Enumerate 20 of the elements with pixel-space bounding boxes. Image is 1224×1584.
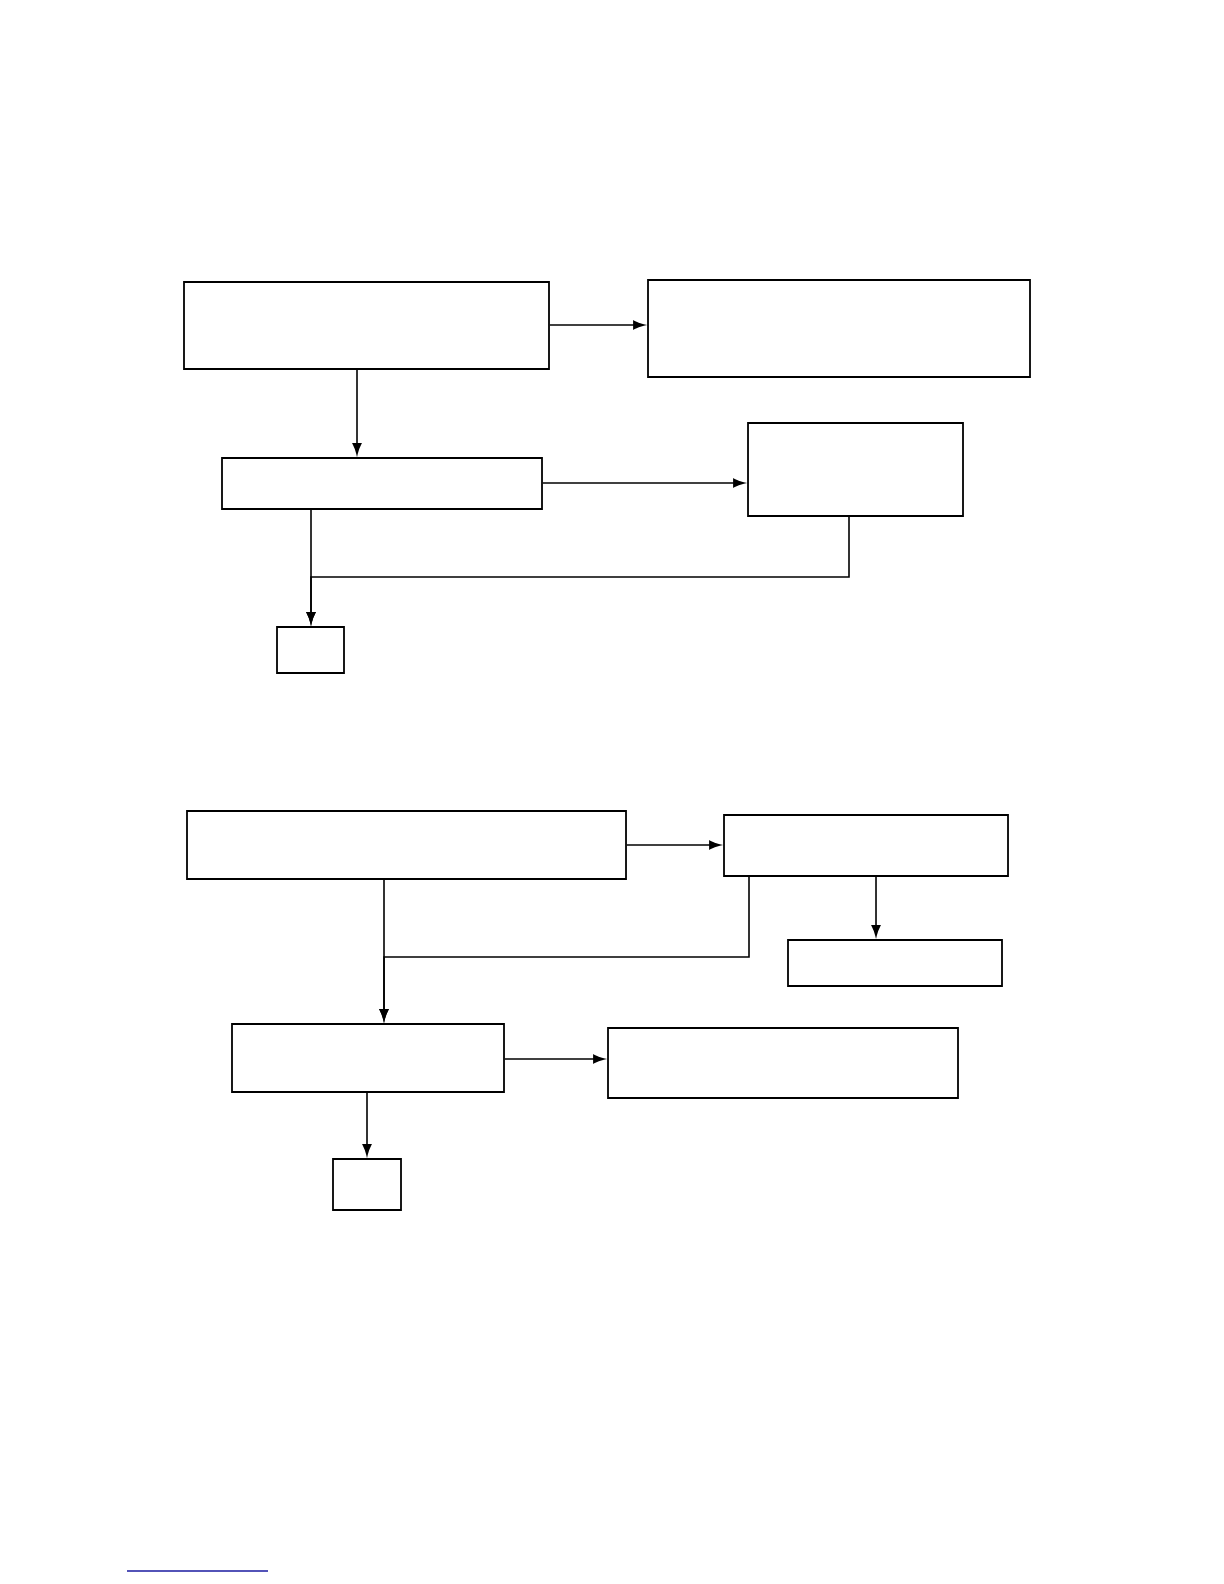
process-box	[183, 281, 550, 370]
process-box	[332, 1158, 402, 1211]
arrow	[871, 876, 881, 937]
arrow	[379, 876, 750, 1021]
arrow	[306, 516, 850, 624]
arrow	[542, 478, 745, 488]
process-box	[221, 457, 543, 510]
process-box	[276, 626, 345, 674]
process-box	[231, 1023, 505, 1093]
process-box	[747, 422, 964, 517]
arrow	[362, 1092, 372, 1156]
process-box	[186, 810, 627, 880]
arrow	[626, 840, 721, 850]
arrow	[352, 369, 362, 455]
process-box	[787, 939, 1003, 987]
process-box	[647, 279, 1031, 378]
arrow	[549, 320, 645, 330]
arrow	[504, 1054, 605, 1064]
process-box	[723, 814, 1009, 877]
process-box	[607, 1027, 959, 1099]
